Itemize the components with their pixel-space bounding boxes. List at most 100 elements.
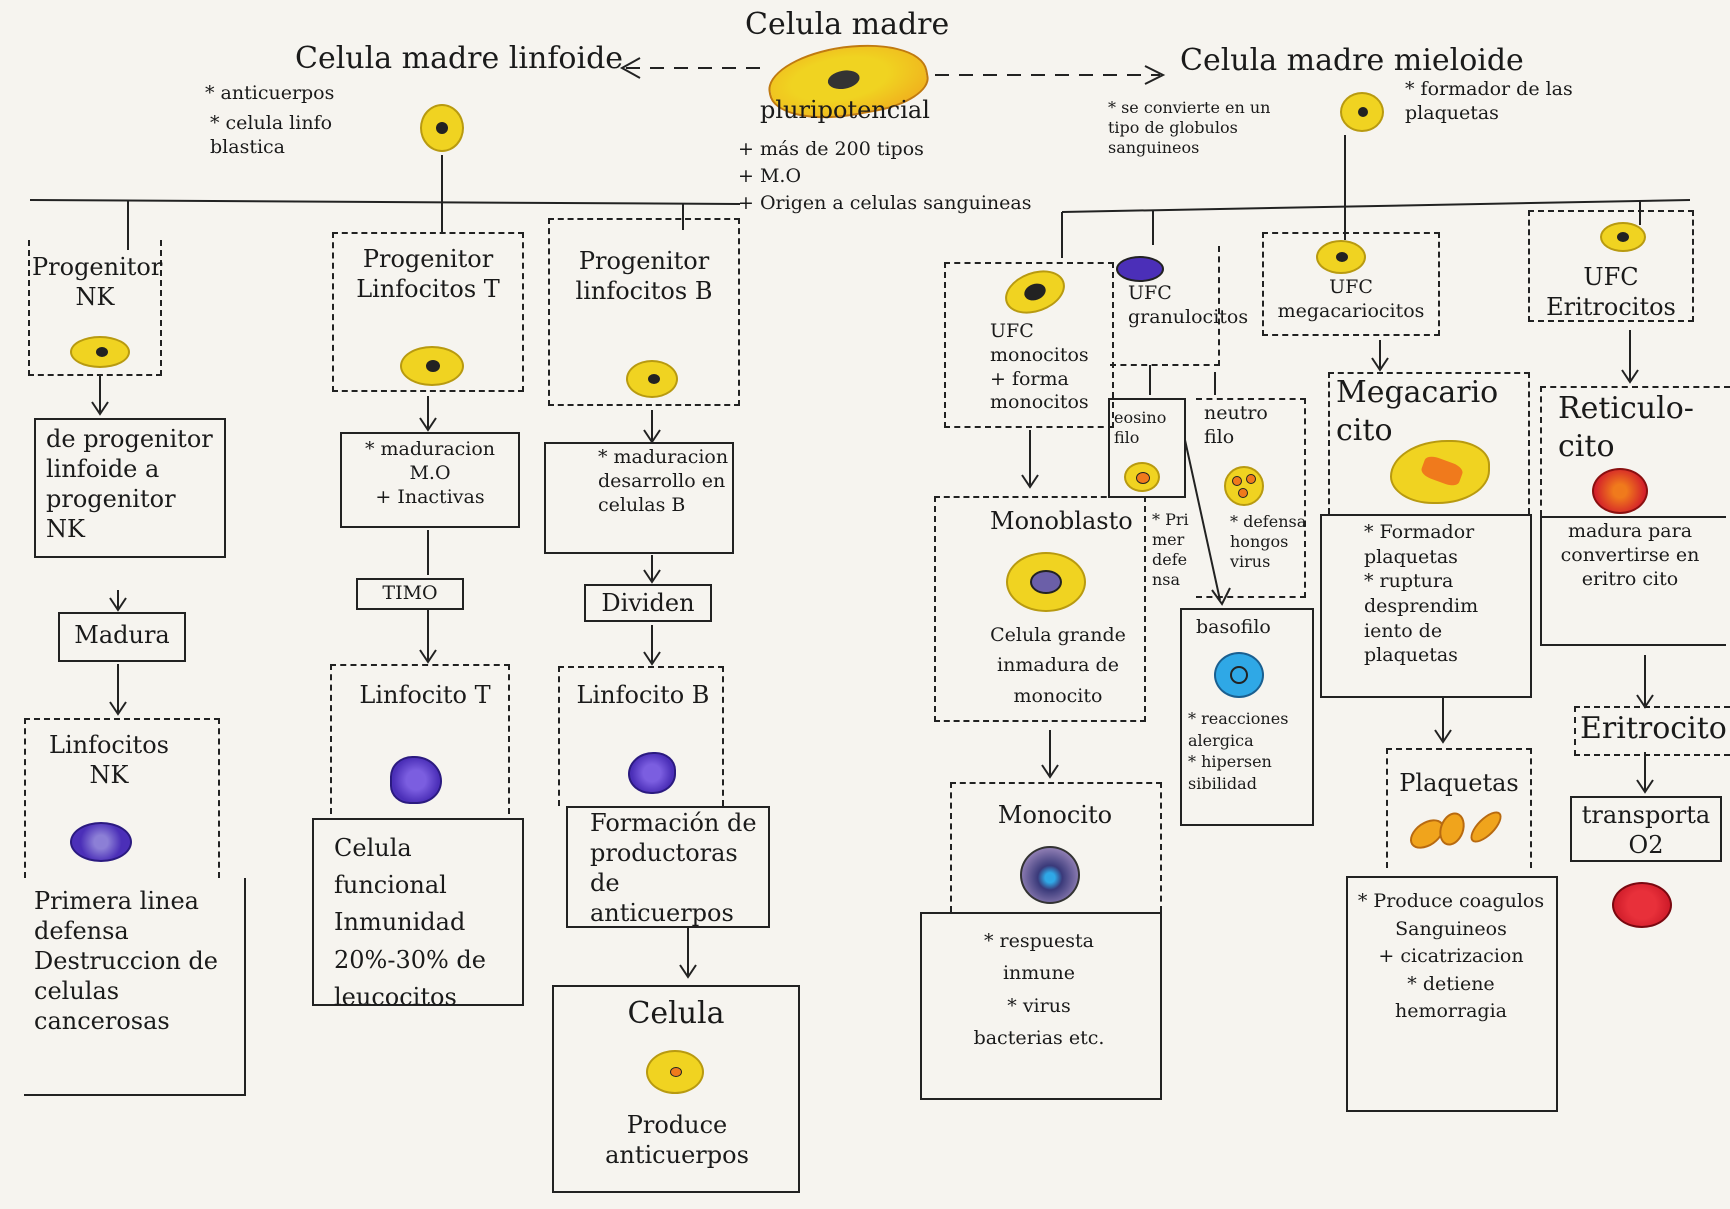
platelets-label: Plaquetas xyxy=(1399,769,1519,797)
nk-function-text: Primera linea defensa Destruccion de cel… xyxy=(34,887,218,1035)
t-cell-label: Linfocito T xyxy=(359,681,491,709)
b-lymphocyte-icon xyxy=(628,752,676,794)
neutro-box xyxy=(1196,398,1306,598)
monocyte-icon xyxy=(1020,846,1080,904)
lymphoid-note-1: * anticuerpos xyxy=(205,82,335,104)
lymphoid-title: Celula madre linfoide xyxy=(295,41,624,76)
mega-ufc-label: UFC megacariocitos xyxy=(1277,276,1425,322)
eosino-function: * Pri mer defe nsa xyxy=(1152,510,1189,589)
eosino-label: eosino filo xyxy=(1114,408,1167,447)
myeloid-note-left: * se convierte en un tipo de globulos sa… xyxy=(1108,98,1271,157)
t-progenitor-label: Progenitor Linfocitos T xyxy=(356,245,500,303)
t-progenitor-cell-icon xyxy=(400,346,464,386)
mega-function-text: * Formador plaquetas * ruptura desprendi… xyxy=(1364,521,1479,667)
root-title: Celula madre xyxy=(745,7,950,42)
root-note-3: + Origen a celulas sanguineas xyxy=(738,192,1032,214)
eosino-box xyxy=(1108,398,1186,498)
baso-box xyxy=(1180,608,1314,826)
b-cell-box xyxy=(558,666,724,806)
neutro-function: * defensa hongos virus xyxy=(1230,512,1307,571)
plasma-cell-icon xyxy=(646,1050,704,1094)
granulo-ufc-label: UFC granulocitos xyxy=(1128,282,1249,328)
mono-ufc-label: UFC monocitos + forma monocitos xyxy=(990,320,1089,414)
nk-progenitor-box xyxy=(28,240,162,376)
b-final-function: Produce anticuerpos xyxy=(605,1111,749,1169)
granulo-ufc-box xyxy=(1110,246,1220,366)
b-progenitor-cell-icon xyxy=(626,360,678,398)
root-note-2: + M.O xyxy=(738,165,802,187)
nk-step-box xyxy=(34,418,226,558)
b-progenitor-label: Progenitor linfocitos B xyxy=(575,247,713,305)
baso-label: basofilo xyxy=(1196,616,1271,638)
t-step-text: * maduracion M.O + Inactivas xyxy=(364,438,496,508)
nk-matures-box xyxy=(58,612,186,662)
eritro-ufc-box xyxy=(1528,210,1694,322)
nk-cell-box xyxy=(24,718,220,878)
b-step-text: * maduracion desarrollo en celulas B xyxy=(598,446,729,516)
b-step-box xyxy=(544,442,734,554)
b-divide-box xyxy=(584,584,712,622)
mega-cell-box xyxy=(1328,372,1530,514)
myeloid-note-right: * formador de las plaquetas xyxy=(1405,78,1573,124)
eritro-function-text: transporta O2 xyxy=(1581,801,1711,859)
root-subtitle: pluripotencial xyxy=(760,96,930,124)
mono-ufc-box xyxy=(944,262,1114,428)
platelets-function-text: * Produce coagulos Sanguineos + cicatriz… xyxy=(1357,890,1545,1023)
eritro-ufc-cell-icon xyxy=(1600,222,1646,252)
myeloid-cell-icon xyxy=(1340,92,1384,132)
mega-function-box xyxy=(1320,514,1532,698)
reticulo-function-box xyxy=(1540,516,1726,646)
nk-progenitor-label: Progenitor NK xyxy=(32,253,163,311)
platelets-function-box xyxy=(1346,876,1558,1112)
b-divide-label: Dividen xyxy=(601,589,695,617)
t-function-box xyxy=(312,818,524,1006)
b-function-box xyxy=(566,806,770,928)
nk-progenitor-cell-icon xyxy=(70,336,130,368)
mono-stage-box xyxy=(934,496,1146,722)
eosinophil-icon xyxy=(1124,462,1160,492)
b-final-box xyxy=(552,985,800,1193)
mono-function-text: * respuesta inmune * virus bacterias etc… xyxy=(973,930,1105,1049)
eritro-cell-box xyxy=(1574,706,1730,756)
lymphoid-cell-icon xyxy=(420,104,464,152)
reticulo-label: Reticulo-cito xyxy=(1558,391,1694,464)
mono-stage-desc: Celula grande inmadura de monocito xyxy=(990,624,1126,707)
granulo-ufc-cell-icon xyxy=(1116,256,1164,282)
neutro-label: neutro filo xyxy=(1204,402,1268,448)
b-cell-label: Linfocito B xyxy=(576,681,710,709)
nk-step-text: de progenitor linfoide a progenitor NK xyxy=(46,425,213,543)
t-cell-box xyxy=(330,664,510,814)
lymphoid-note-2: * celula linfo blastica xyxy=(210,112,333,158)
neutrophil-icon xyxy=(1224,466,1264,506)
mono-cell-label: Monocito xyxy=(997,801,1113,829)
t-organ-box xyxy=(356,578,464,610)
reticulo-box xyxy=(1540,386,1730,516)
myeloid-title: Celula madre mieloide xyxy=(1180,43,1524,78)
reticulo-function-text: madura para convertirse en eritro cito xyxy=(1560,520,1700,590)
eritro-ufc-label: UFC Eritrocitos xyxy=(1546,263,1676,321)
b-progenitor-box xyxy=(548,218,740,406)
reticulocyte-icon xyxy=(1592,468,1648,514)
b-function-text: Formación de productoras de anticuerpos xyxy=(590,809,757,927)
mono-function-box xyxy=(920,912,1162,1100)
mega-cell-label: Megacario cito xyxy=(1336,375,1499,448)
nk-matures-label: Madura xyxy=(74,621,170,649)
t-lymphocyte-icon xyxy=(390,756,442,804)
mega-ufc-cell-icon xyxy=(1316,240,1366,274)
nk-cell-label: Linfocitos NK xyxy=(49,731,169,789)
monoblast-icon xyxy=(1006,552,1086,612)
mono-cell-box xyxy=(950,782,1162,912)
nk-lymphocyte-icon xyxy=(70,822,132,862)
baso-function: * reacciones alergica * hipersen sibilid… xyxy=(1188,709,1289,793)
eritro-cell-label: Eritrocito xyxy=(1580,711,1727,746)
mega-ufc-box xyxy=(1262,232,1440,336)
root-note-1: + más de 200 tipos xyxy=(738,138,924,160)
megakaryocyte-icon xyxy=(1390,440,1490,504)
t-progenitor-box xyxy=(332,232,524,392)
t-function-text: Celula funcional Inmunidad 20%-30% de le… xyxy=(334,834,486,1011)
t-organ-label: TIMO xyxy=(382,582,438,604)
erythrocyte-icon xyxy=(1612,882,1672,928)
t-step-box xyxy=(340,432,520,528)
basophil-icon xyxy=(1214,652,1264,698)
